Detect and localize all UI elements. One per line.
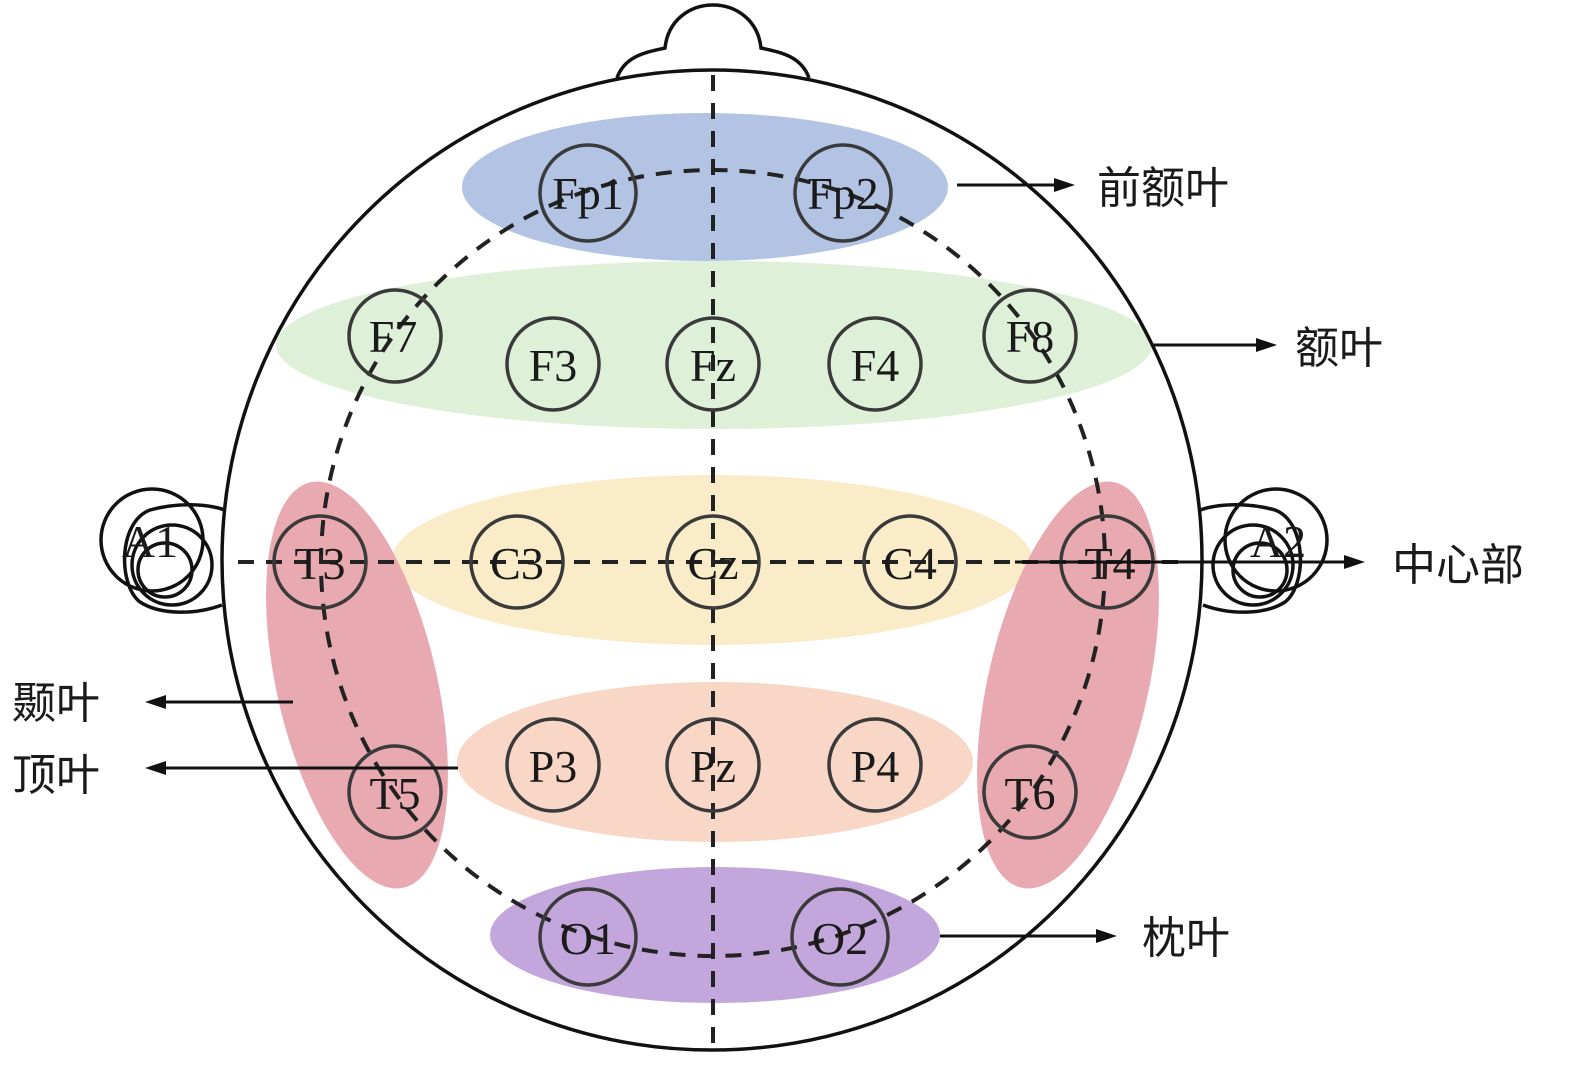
arrow-central: [1015, 555, 1365, 569]
region-temporal-right: [977, 481, 1159, 889]
electrode-c4: C4: [883, 538, 937, 589]
electrode-t3: T3: [294, 538, 345, 589]
label-parietal: 顶叶: [12, 750, 100, 801]
electrode-f8: F8: [1006, 311, 1055, 362]
electrode-a1: A1: [122, 516, 178, 567]
electrode-fz: Fz: [690, 340, 736, 391]
electrode-fp1: Fp1: [552, 168, 624, 219]
nose-outline: [615, 3, 811, 79]
label-central: 中心部: [1392, 540, 1524, 591]
left-ear: [99, 487, 226, 614]
electrode-cz: Cz: [687, 538, 738, 589]
electrode-p3: P3: [529, 741, 578, 792]
label-occipital: 枕叶: [1142, 913, 1230, 964]
electrode-t6: T6: [1004, 768, 1055, 819]
electrode-f7: F7: [369, 311, 418, 362]
arrow-occipital: [940, 929, 1117, 943]
electrode-fp2: Fp2: [807, 168, 879, 219]
electrode-circles: [272, 143, 1155, 987]
region-prefrontal: [462, 113, 948, 261]
region-occipital: [490, 867, 940, 1003]
electrode-f3: F3: [529, 340, 578, 391]
electrode-a2: A2: [1250, 516, 1306, 567]
electrode-o1: O1: [560, 913, 616, 964]
arrow-parietal: [145, 761, 458, 775]
head-outline: [220, 68, 1204, 1052]
electrode-c3: C3: [490, 538, 544, 589]
right-ear: [1199, 487, 1329, 614]
label-prefrontal: 前额叶: [1097, 163, 1229, 214]
arrow-prefrontal: [957, 178, 1075, 192]
label-frontal: 额叶: [1295, 323, 1383, 374]
region-temporal-left: [266, 481, 448, 889]
electrode-pz: Pz: [690, 741, 736, 792]
electrode-p4: P4: [851, 741, 900, 792]
arrow-frontal: [1152, 338, 1277, 352]
arrow-temporal: [145, 695, 293, 709]
region-frontal: [276, 261, 1152, 429]
label-temporal: 颞叶: [12, 678, 100, 729]
electrode-f4: F4: [851, 340, 900, 391]
electrode-o2: O2: [812, 913, 868, 964]
electrode-t5: T5: [369, 768, 420, 819]
